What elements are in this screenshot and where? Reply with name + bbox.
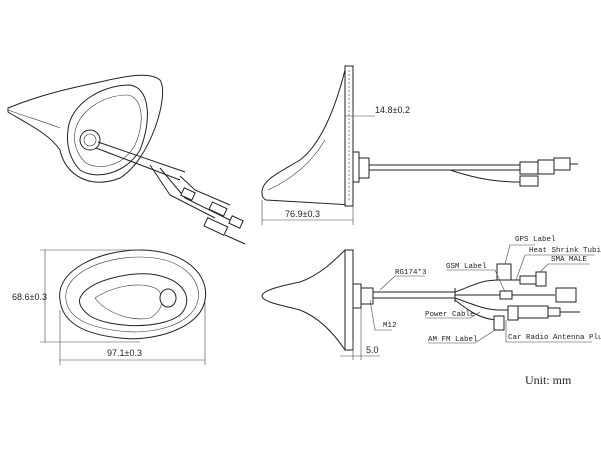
dim-width: 68.6±0.3: [12, 292, 47, 302]
label-cable: RG174*3: [395, 269, 427, 277]
dim-length: 97.1±0.3: [107, 348, 142, 358]
unit-label: Unit: mm: [525, 373, 572, 387]
label-am-fm: AM FM Label: [428, 336, 478, 344]
label-heat-shrink: Heat Shrink Tubing: [529, 247, 601, 255]
top-view: 68.6±0.3 97.1±0.3: [12, 249, 207, 365]
label-car-radio-plug: Car Radio Antenna Plug: [508, 334, 601, 342]
label-gps: GPS Label: [515, 236, 556, 244]
label-power-cable: Power Cable: [425, 311, 475, 319]
dim-height: 76.9±0.3: [285, 209, 320, 219]
side-view-top: 14.8±0.2 76.9±0.3: [261, 65, 578, 225]
dim-thread-offset: 5.0: [366, 345, 379, 355]
label-sma-male: SMA MALE: [551, 256, 588, 264]
label-thread: M12: [383, 322, 397, 330]
label-gsm: GSM Label: [446, 263, 487, 271]
isometric-view: [7, 74, 246, 245]
dim-base-thickness: 14.8±0.2: [375, 105, 410, 115]
side-view-cables: RG174*3 M12 GPS Label Heat Shrink Tubing…: [261, 236, 601, 360]
